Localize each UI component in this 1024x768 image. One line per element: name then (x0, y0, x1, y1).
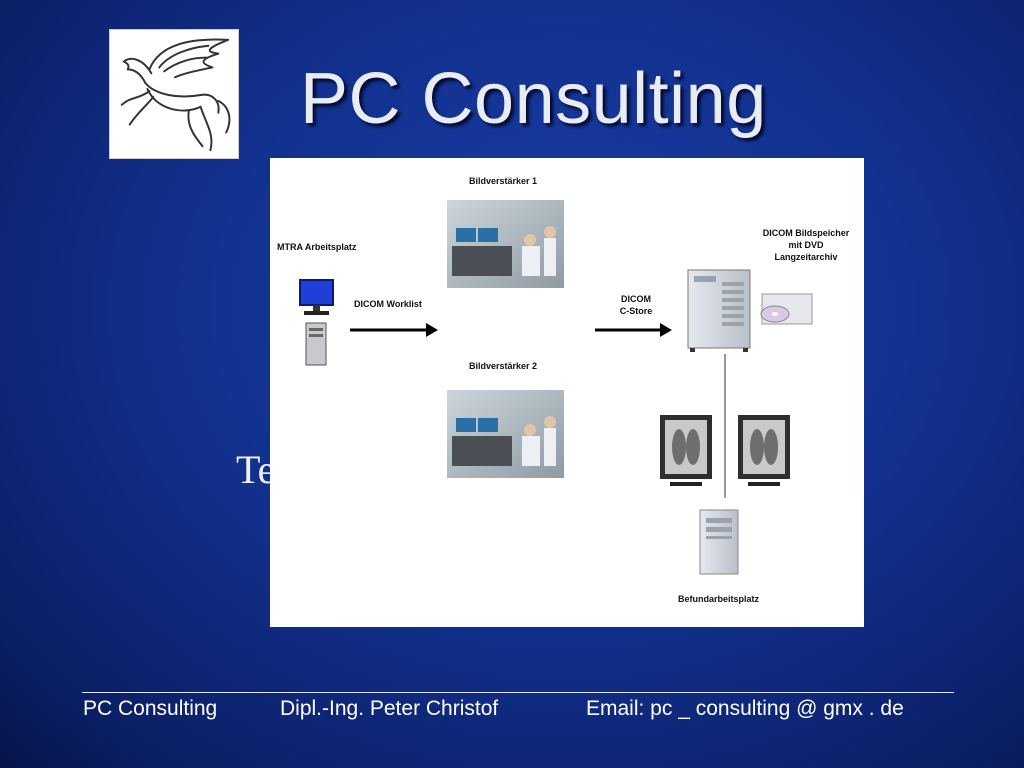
label-befundarbeitsplatz: Befundarbeitsplatz (678, 594, 760, 604)
workstation-tower-icon (305, 322, 327, 366)
label-storage-line1: DICOM Bildspeicher (762, 228, 850, 238)
slide-title: PC Consulting (300, 59, 767, 139)
label-storage-line3: Langzeitarchiv (774, 252, 838, 262)
footer-company: PC Consulting (83, 697, 218, 720)
c-arm-photo-icon (447, 200, 564, 288)
c-store-arrow (595, 323, 672, 337)
xray-monitor-icon (660, 415, 712, 486)
footer-email: Email: pc _ consulting @ gmx . de (586, 697, 904, 720)
worklist-arrow (350, 323, 438, 337)
xray-monitor-icon (738, 415, 790, 486)
monitor-icon (299, 279, 334, 315)
label-bildverstaerker-1: Bildverstärker 1 (469, 176, 538, 186)
pegasus-logo (109, 29, 239, 159)
label-mtra: MTRA Arbeitsplatz (277, 242, 357, 252)
dicom-network-diagram: MTRA Arbeitsplatz DICOM Worklist Bildver… (270, 158, 864, 627)
pegasus-logo-icon (120, 38, 231, 152)
label-worklist: DICOM Worklist (354, 299, 422, 309)
footer-name: Dipl.-Ing. Peter Christof (280, 697, 499, 720)
label-c-store-line1: DICOM (621, 294, 651, 304)
label-c-store-line2: C-Store (619, 306, 653, 316)
pc-tower-icon (699, 509, 739, 575)
partially-hidden-text: Te (236, 447, 276, 492)
dvd-icon (760, 293, 813, 325)
footer-divider (82, 692, 954, 693)
label-bildverstaerker-2: Bildverstärker 2 (469, 361, 538, 371)
c-arm-photo-icon (447, 390, 564, 478)
server-icon (687, 269, 751, 352)
label-storage-line2: mit DVD (788, 240, 824, 250)
